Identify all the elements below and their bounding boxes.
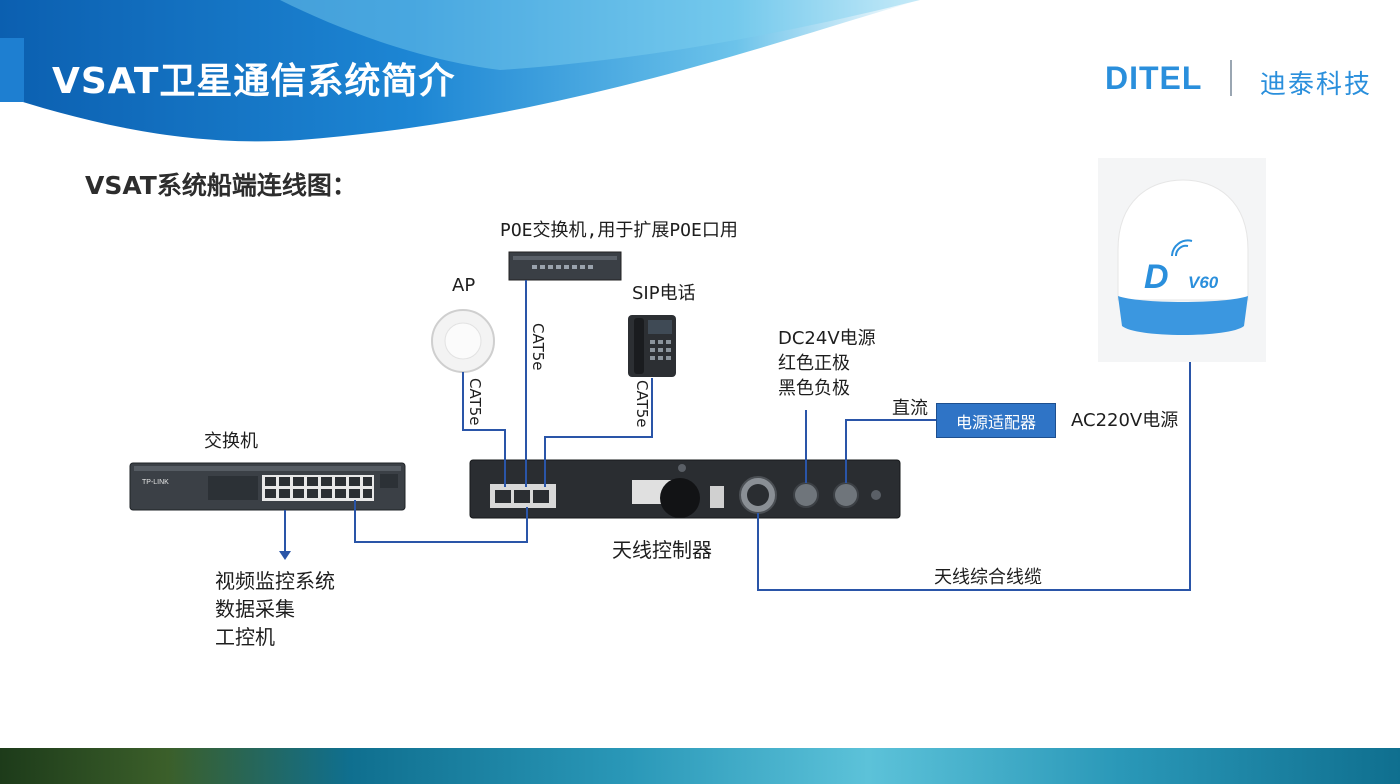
switch-label: 交换机 — [204, 431, 258, 452]
ap-label: AP — [452, 275, 476, 296]
switch-use-3: 工控机 — [215, 625, 275, 649]
header-banner — [0, 0, 920, 142]
antenna-dome-device — [1098, 158, 1266, 362]
switch-brand-label: TP-LINK — [142, 479, 169, 486]
cat5e-label-poe: CAT5e — [529, 323, 547, 371]
sip-phone-device — [628, 315, 676, 377]
antenna-cable-label: 天线综合线缆 — [934, 567, 1042, 588]
antenna-controller-device — [469, 459, 901, 519]
cat5e-label-ap: CAT5e — [466, 378, 484, 426]
slide-title: VSAT卫星通信系统简介 — [52, 61, 456, 102]
switch-use-1: 视频监控系统 — [215, 569, 335, 593]
header-accent-block — [0, 38, 24, 102]
line-dc-2 — [845, 419, 936, 483]
cat5e-label-phone: CAT5e — [633, 380, 651, 428]
arrow-down-icon — [279, 551, 291, 560]
sip-phone-label: SIP电话 — [632, 283, 696, 304]
dc-positive-label: 红色正极 — [778, 353, 850, 374]
logo-divider — [1230, 60, 1232, 96]
power-adapter-box: 电源适配器 — [936, 403, 1056, 438]
line-phone — [544, 378, 653, 487]
connection-lines — [284, 280, 1191, 591]
line-switch-controller — [354, 500, 528, 543]
switch-use-2: 数据采集 — [215, 597, 295, 621]
ap-device — [431, 309, 495, 373]
logo-en: DITEL — [1105, 60, 1203, 96]
poe-switch-label: POE交换机,用于扩展POE口用 — [500, 220, 738, 241]
line-antenna-cable — [757, 362, 1191, 591]
switch-device — [129, 462, 406, 511]
line-ap — [462, 372, 506, 487]
logo-cn: 迪泰科技 — [1260, 70, 1373, 100]
poe-switch-device — [508, 251, 622, 281]
dc-negative-label: 黑色负极 — [778, 378, 850, 399]
antenna-brand-logo: D — [1144, 258, 1169, 296]
diagram-subtitle: VSAT系统船端连线图： — [85, 171, 357, 200]
dc-label: 直流 — [892, 398, 928, 419]
ac-power-label: AC220V电源 — [1071, 410, 1179, 431]
footer-banner — [0, 748, 1400, 784]
controller-label: 天线控制器 — [612, 538, 712, 562]
dc-power-label: DC24V电源 — [778, 328, 876, 349]
antenna-model-label: V60 — [1188, 273, 1219, 292]
